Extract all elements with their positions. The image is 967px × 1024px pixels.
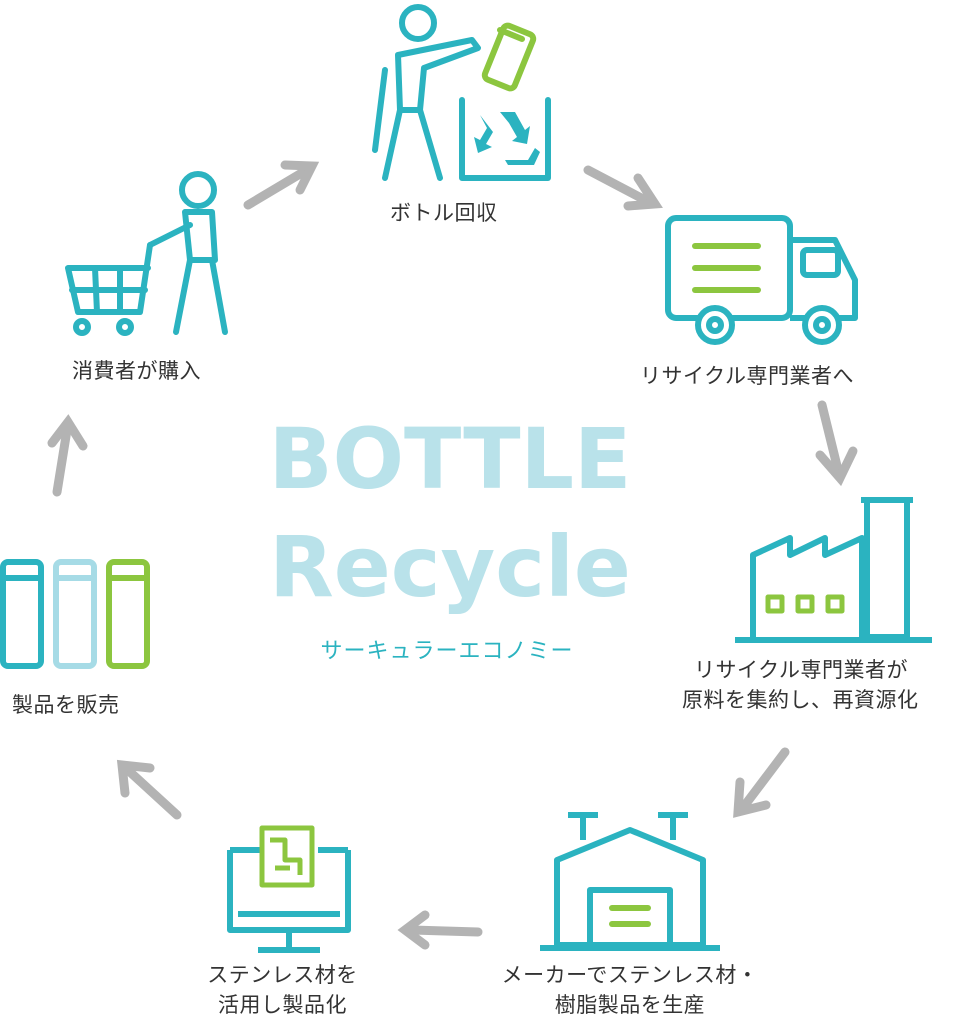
step-label-text: 樹脂製品を生産 bbox=[554, 993, 706, 1017]
center-title-line2: Recycle bbox=[269, 518, 631, 616]
step-label-text: 原料を集約し、再資源化 bbox=[682, 688, 919, 712]
step-label-text: メーカーでステンレス材・ bbox=[501, 963, 759, 987]
warehouse-icon bbox=[540, 812, 720, 951]
step-label-text: 製品を販売 bbox=[12, 693, 120, 717]
step-label-text: リサイクル専門業者が bbox=[694, 658, 908, 682]
step-label-warehouse: メーカーでステンレス材・ 樹脂製品を生産 bbox=[485, 960, 775, 1020]
arrow-factory-to-warehouse bbox=[733, 747, 790, 818]
step-label-computer: ステンレス材を 活用し製品化 bbox=[190, 960, 375, 1020]
arrow-computer-to-bottles bbox=[116, 759, 182, 820]
bottles-icon bbox=[0, 559, 150, 669]
person-recycle-bin-icon bbox=[372, 4, 551, 181]
step-label-text: ステンレス材を bbox=[207, 963, 358, 987]
arrow-bottles-to-shopper bbox=[47, 414, 88, 497]
arrow-collect-to-truck bbox=[583, 165, 663, 211]
step-label-text: 消費者が購入 bbox=[72, 359, 201, 383]
computer-design-icon bbox=[227, 825, 351, 953]
center-title-line1: BOTTLE bbox=[269, 410, 632, 508]
arrow-warehouse-to-computer bbox=[397, 910, 483, 950]
arrow-truck-to-factory bbox=[815, 400, 858, 487]
factory-icon bbox=[735, 497, 932, 643]
truck-icon bbox=[665, 215, 858, 345]
step-label-bottles: 製品を販売 bbox=[12, 690, 120, 720]
step-label-shopper: 消費者が購入 bbox=[72, 356, 201, 386]
step-label-text: ボトル回収 bbox=[390, 201, 498, 225]
arrow-shopper-to-collect bbox=[243, 160, 320, 210]
step-label-text: 活用し製品化 bbox=[218, 993, 347, 1017]
center-subtitle: サーキュラーエコノミー bbox=[320, 639, 573, 664]
step-label-text: リサイクル専門業者へ bbox=[640, 364, 854, 388]
step-label-factory: リサイクル専門業者が 原料を集約し、再資源化 bbox=[682, 655, 962, 715]
cycle-arrows bbox=[47, 160, 858, 950]
step-label-truck: リサイクル専門業者へ bbox=[640, 361, 854, 391]
shopper-cart-icon bbox=[65, 171, 228, 336]
step-label-collect: ボトル回収 bbox=[390, 198, 498, 228]
